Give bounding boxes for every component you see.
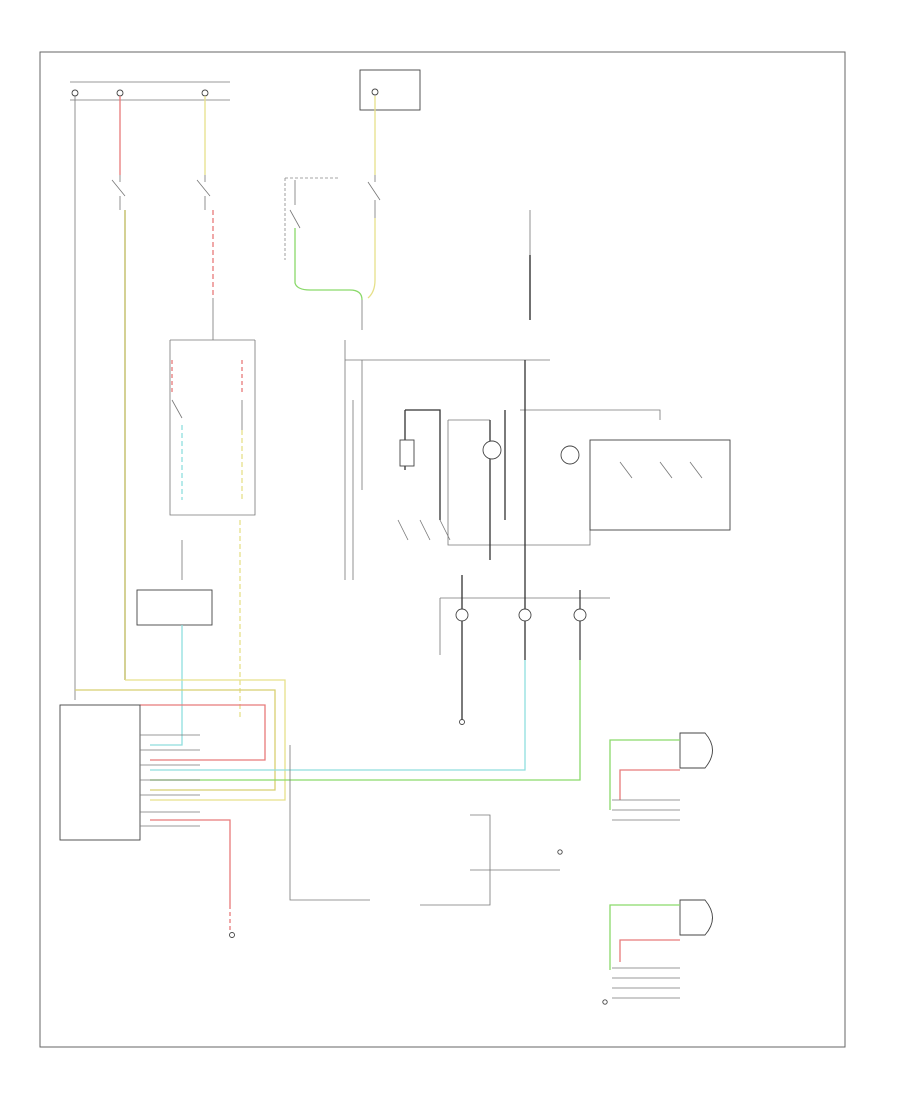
module-upper [609,732,713,821]
module-lower [609,899,713,999]
brake-switch [111,96,126,680]
clutch-relay-box [169,339,256,516]
stop-switch [196,96,214,340]
speed-control-servo [397,360,731,590]
lower-ground [229,905,235,938]
tps-switch [361,96,381,330]
top-fuse-row [70,69,421,111]
main-harness [75,660,581,905]
clutch-switch [284,177,363,301]
pcm-module [59,704,200,841]
mid-connectors [420,814,608,1005]
vehicle-speed-sensor [136,520,241,720]
diagram-frame [39,51,846,1048]
servo-connector [439,575,610,725]
